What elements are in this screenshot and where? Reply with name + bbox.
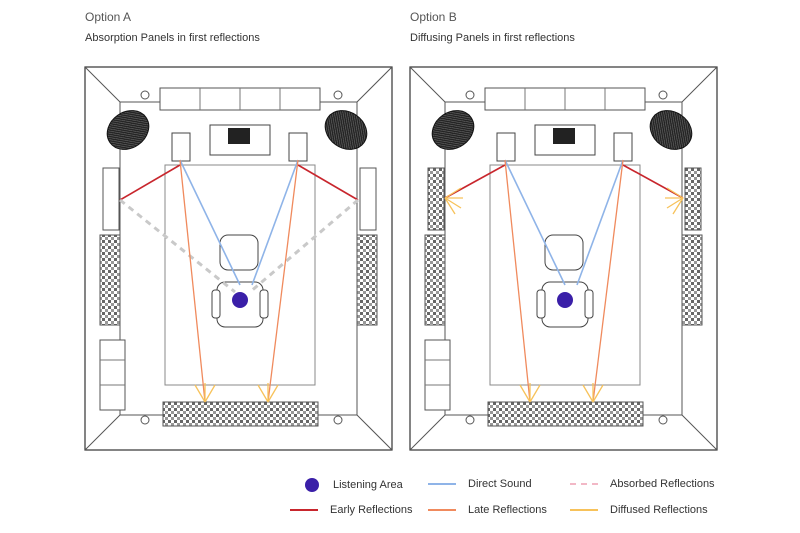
diffused-swatch [570, 509, 598, 511]
early-swatch [290, 509, 318, 511]
late-swatch [428, 509, 456, 511]
early-reflection-left [119, 164, 181, 201]
listening-area-dot [232, 292, 248, 308]
option-b-title: Option B [410, 10, 457, 24]
absorbed-swatch [570, 483, 598, 485]
late-reflection-left [179, 159, 206, 403]
direct-sound-left [179, 159, 241, 286]
diffuser-panel-icon [427, 167, 445, 231]
absorption-panel-icon [359, 167, 377, 231]
diffused-burst [194, 383, 279, 403]
absorbed-reflection-left [119, 198, 236, 294]
absorption-panel-icon [102, 167, 120, 231]
early-reflection-right [297, 164, 359, 201]
direct-sound-swatch [428, 483, 456, 485]
late-reflection-right [267, 159, 299, 403]
legend-listening-area: Listening Area [305, 478, 403, 492]
option-b-room [409, 66, 718, 451]
listening-area-swatch [305, 478, 319, 492]
direct-sound-right [251, 159, 299, 286]
legend-early-reflections: Early Reflections [290, 504, 413, 516]
absorbed-reflection-right [249, 198, 359, 294]
option-a-subtitle: Absorption Panels in first reflections [85, 32, 260, 44]
legend-late-reflections: Late Reflections [428, 504, 547, 516]
legend-direct-sound: Direct Sound [428, 478, 532, 490]
legend-diffused-reflections: Diffused Reflections [570, 504, 708, 516]
option-a-room [84, 66, 393, 451]
legend-absorbed-reflections: Absorbed Reflections [570, 478, 715, 490]
option-a-title: Option A [85, 10, 132, 24]
option-b-subtitle: Diffusing Panels in first reflections [410, 32, 575, 44]
diffuser-panel-icon [684, 167, 702, 231]
